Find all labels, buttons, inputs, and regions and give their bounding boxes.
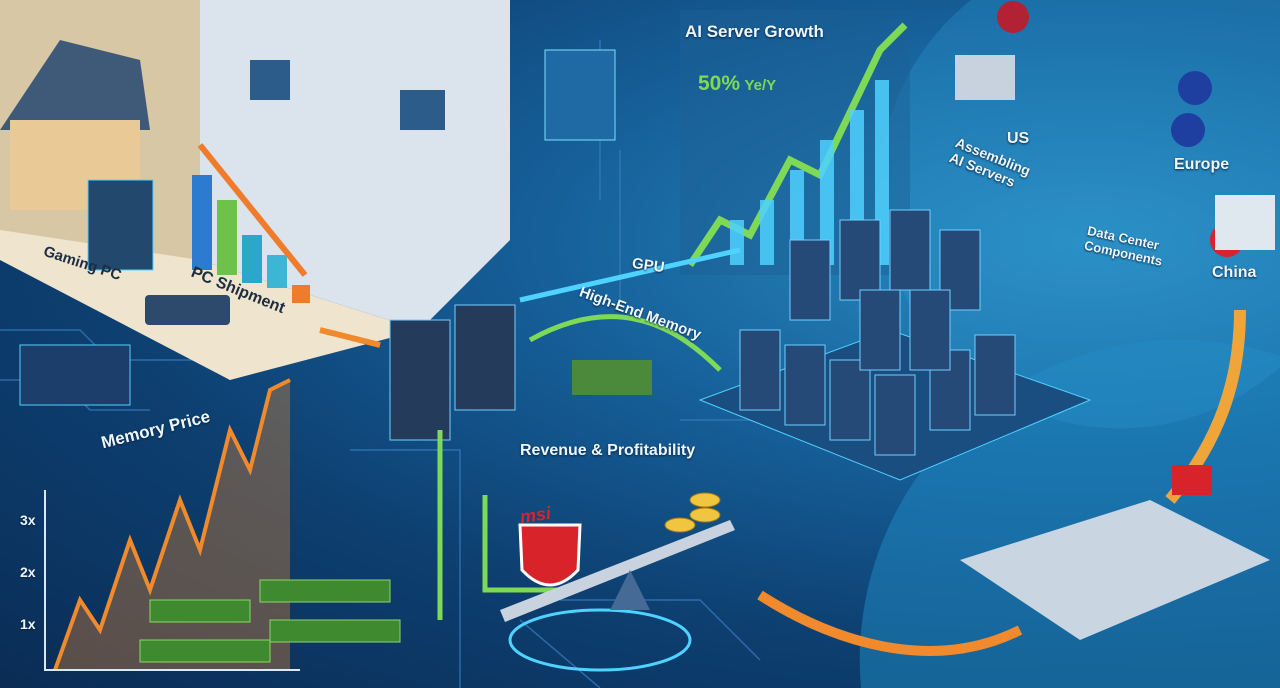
world-map-shape xyxy=(879,0,1280,429)
growth-percent: 50% xyxy=(698,72,741,95)
decline-arrow-icon xyxy=(197,143,308,277)
monitor-icon xyxy=(400,90,445,130)
us-factory-icon xyxy=(955,55,1015,100)
msi-shield-logo xyxy=(518,523,582,587)
seesaw-pivot xyxy=(610,570,650,610)
coin-stack-icon xyxy=(664,492,721,533)
china-flag-icon xyxy=(1172,465,1212,495)
server-tower xyxy=(389,319,451,441)
memory-chip-icon xyxy=(572,360,652,395)
keyboard-icon xyxy=(145,295,230,325)
memory-price-line xyxy=(53,378,291,671)
gaming-pc-icon xyxy=(87,179,154,271)
msi-logo-text: msi xyxy=(518,502,553,528)
revenue-flow-arrow xyxy=(482,495,560,593)
china-factory-platform xyxy=(960,500,1270,640)
server-racks xyxy=(739,209,1016,456)
ram-sticks xyxy=(139,579,401,663)
china-to-msi-arrow xyxy=(757,590,1023,656)
orange-flow-arrow xyxy=(319,327,381,348)
china-factory-icon xyxy=(1215,195,1275,250)
growth-rate: 50% Ye/Y xyxy=(698,72,776,96)
target-ring xyxy=(508,608,692,672)
y-tick-1x: 1x xyxy=(20,616,36,632)
memory-chart-axes xyxy=(44,490,300,671)
growth-line xyxy=(687,22,908,267)
memory-flow-arrow xyxy=(528,314,722,372)
eu-flag-icon xyxy=(1178,71,1212,105)
y-tick-2x: 2x xyxy=(20,564,36,580)
revenue-profitability-label: Revenue & Profitability xyxy=(520,442,696,459)
eu-flag-icon xyxy=(1171,113,1205,147)
us-flag-icon xyxy=(997,1,1029,33)
cpu-chip-icon xyxy=(19,344,131,406)
us-label: US xyxy=(1007,130,1030,147)
gpu-flow-arrow xyxy=(519,247,741,303)
y-tick-3x: 3x xyxy=(20,512,36,528)
pc-shipment-bars xyxy=(192,175,310,303)
chip-tower xyxy=(544,49,616,141)
europe-label: Europe xyxy=(1174,156,1230,173)
server-tower xyxy=(454,304,516,411)
monitor-icon xyxy=(250,60,290,100)
house-roof xyxy=(0,40,150,130)
china-label: China xyxy=(1212,264,1257,281)
ai-server-growth-title: AI Server Growth xyxy=(685,22,824,41)
seesaw-beam xyxy=(500,520,735,622)
growth-unit: Ye/Y xyxy=(744,77,777,94)
